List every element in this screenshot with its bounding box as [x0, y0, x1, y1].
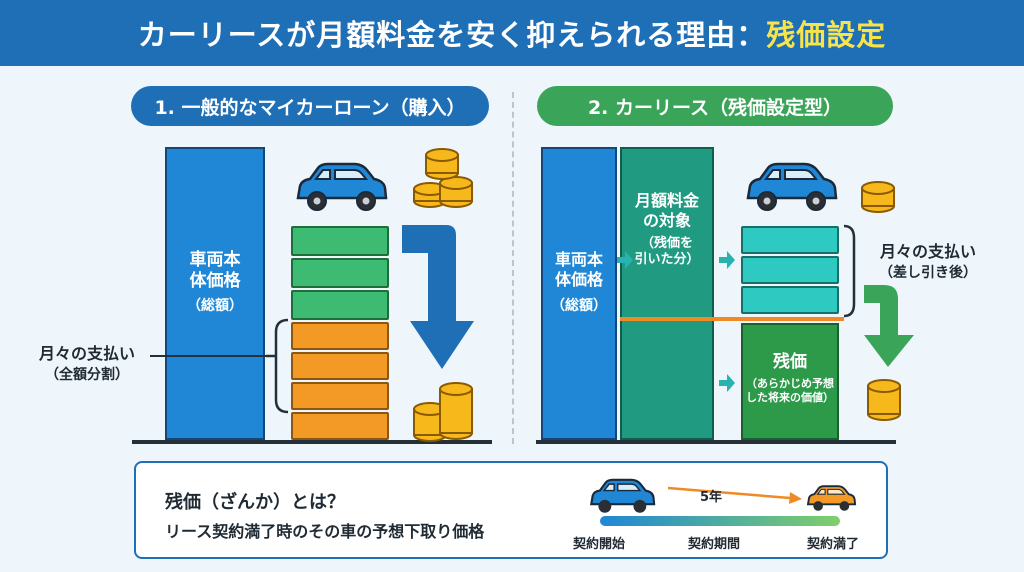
lease-section-pill: 2. カーリース（残価設定型） — [537, 86, 893, 126]
title-main: カーリースが月額料金を安く抑えられる理由： — [137, 18, 767, 52]
lease-segment-3 — [741, 286, 839, 314]
loan-baseline — [132, 440, 492, 444]
timeline-end-car-icon — [806, 485, 857, 511]
timeline-start-label: 契約開始 — [573, 537, 626, 552]
lease-residual-title: 残価 — [773, 352, 807, 372]
lease-baseline — [536, 440, 896, 444]
loan-payment-leader — [150, 355, 268, 357]
lease-arrow-2-icon — [719, 251, 735, 269]
lease-vehicle-price-bar — [541, 147, 617, 440]
lease-arrow-1-icon — [617, 251, 633, 269]
lease-down-arrow-icon — [864, 285, 914, 367]
lease-arrow-3-icon — [719, 374, 735, 392]
residual-answer: リース契約満了時のその車の予想下取り価格 — [165, 522, 485, 541]
loan-section-pill: 1. 一般的なマイカーローン（購入） — [131, 86, 489, 126]
residual-definition-box — [134, 461, 888, 559]
loan-segment-green-2 — [291, 258, 389, 288]
lease-residual-bar — [741, 323, 839, 440]
lease-vehicle-price-label: 車両本 体価格 — [554, 250, 603, 289]
timeline-years: 5年 — [700, 490, 723, 505]
lease-payment-bracket — [843, 224, 856, 318]
residual-threshold-line — [620, 317, 844, 321]
loan-vehicle-price-bar — [165, 147, 265, 440]
header-banner: カーリースが月額料金を安く抑えられる理由：残価設定 — [0, 0, 1024, 66]
contract-timeline — [600, 486, 840, 526]
loan-car-icon — [296, 162, 388, 211]
loan-payment-sub: （全額分割） — [45, 367, 129, 383]
loan-segment-orange-2 — [291, 352, 389, 380]
lease-segment-1 — [741, 226, 839, 254]
loan-segment-green-3 — [291, 290, 389, 320]
lease-payment-label: 月々の支払い — [879, 242, 976, 261]
title-highlight: 残価設定 — [766, 18, 887, 52]
loan-coins-top-icon — [413, 148, 473, 208]
loan-vehicle-price-label: 車両本 体価格 — [189, 250, 241, 292]
lease-payment-sub: （差し引き後） — [879, 265, 977, 281]
section-divider — [512, 92, 514, 444]
timeline-end-label: 契約満了 — [807, 537, 860, 552]
loan-segment-orange-4 — [291, 412, 389, 440]
page-title: カーリースが月額料金を安く抑えられる理由：残価設定 — [138, 12, 887, 54]
residual-question: 残価（ざんか）とは？ — [165, 492, 345, 513]
loan-segment-green-1 — [291, 226, 389, 256]
lease-coins-bottom-icon — [867, 379, 901, 421]
loan-vehicle-price-sub: （総額） — [187, 298, 243, 314]
loan-down-arrow-icon — [402, 225, 474, 369]
lease-coins-top-icon — [861, 181, 895, 213]
lease-monthly-target-bar — [620, 147, 714, 440]
lease-target-title: 月額料金 の対象 — [634, 191, 699, 230]
lease-segment-2 — [741, 256, 839, 284]
timeline-period-label: 契約期間 — [688, 537, 741, 552]
loan-segment-orange-1 — [291, 322, 389, 350]
loan-payment-label: 月々の支払い — [38, 344, 135, 363]
lease-car-icon — [746, 162, 838, 211]
loan-coins-bottom-icon — [413, 382, 473, 442]
loan-segment-orange-3 — [291, 382, 389, 410]
timeline-start-car-icon — [590, 478, 656, 513]
lease-residual-sub: （あらかじめ予想 した将来の価値） — [746, 377, 834, 404]
lease-target-sub: （残価を 引いた分） — [634, 236, 700, 268]
lease-vehicle-price-sub: （総額） — [551, 298, 607, 314]
loan-payment-bracket — [266, 318, 289, 414]
